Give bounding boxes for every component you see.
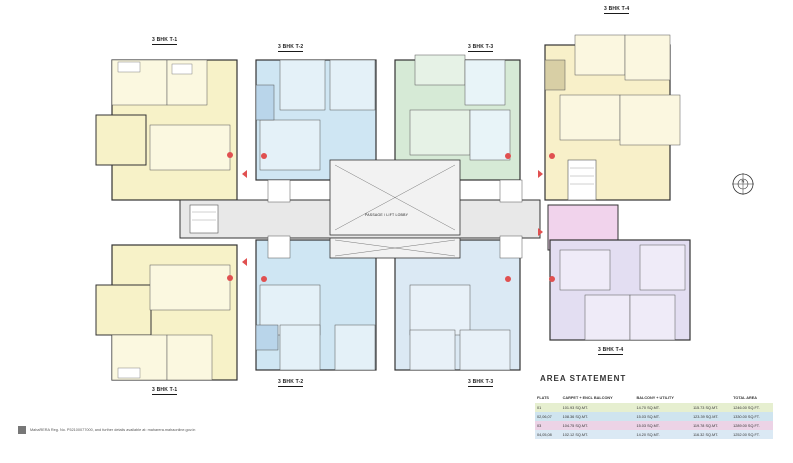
area-table-row: 04,05,08 102.12 SQ.MT. 14.20 SQ.MT. 116.32 …	[535, 430, 773, 439]
area-cell-total-f: 1289.00 SQ.FT.	[733, 423, 760, 428]
rera-footer: MahaRERA Reg. No. P52100077000, and furt…	[30, 428, 196, 432]
area-table-row: 03 104.75 SQ.MT. 15.03 SQ.MT. 119.78 SQ.MT.…	[535, 421, 773, 430]
area-cell-total-m: 116.32 SQ.MT.	[693, 432, 719, 437]
area-cell-carpet: 104.75 SQ.MT.	[562, 423, 588, 428]
area-cell-flat: 01	[537, 405, 542, 410]
area-cell-total-m: 119.78 SQ.MT.	[693, 423, 719, 428]
unit-tag-t3-top: 3 BHK T-3	[468, 44, 494, 52]
area-cell-balcony: 14.70 SQ.MT.	[636, 405, 660, 410]
lobby-label: PASSAGE / LIFT LOBBY	[365, 213, 409, 217]
unit-tag-t3-bottom: 3 BHK T-3	[468, 379, 494, 387]
area-cell-carpet: 102.12 SQ.MT.	[562, 432, 588, 437]
area-table-header-row: FLATS CARPET + ENCL BALCONY BALCONY + UT…	[535, 392, 773, 403]
area-cell-total-m: 123.39 SQ.MT.	[693, 414, 719, 419]
area-cell-carpet: 101.93 SQ.MT.	[562, 405, 588, 410]
area-cell-total-f: 1252.00 SQ.FT.	[733, 432, 760, 437]
area-cell-balcony: 15.03 SQ.MT.	[636, 423, 660, 428]
area-cell-total-f: 1330.00 SQ.FT.	[733, 414, 760, 419]
unit-tag-t2-bottom: 3 BHK T-2	[278, 379, 304, 387]
north-arrow-icon: N	[732, 173, 754, 195]
col-flats: FLATS	[537, 395, 549, 400]
qr-code-icon	[18, 426, 26, 434]
unit-t2-bottom	[255, 239, 377, 371]
col-total-m	[691, 392, 731, 403]
area-statement-title: AREA STATEMENT	[540, 374, 627, 383]
unit-tag-t4-bottom: 3 BHK T-4	[598, 347, 624, 355]
unit-t1-top	[95, 59, 238, 201]
area-cell-total-m: 115.73 SQ.MT.	[693, 405, 719, 410]
area-table-row: 02,06,07 108.36 SQ.MT. 15.03 SQ.MT. 123.39 …	[535, 412, 773, 421]
area-cell-flat: 03	[537, 423, 542, 428]
area-cell-balcony: 15.03 SQ.MT.	[636, 414, 660, 419]
area-cell-flat: 02,06,07	[537, 414, 552, 419]
area-cell-carpet: 108.36 SQ.MT.	[562, 414, 588, 419]
area-statement-table: FLATS CARPET + ENCL BALCONY BALCONY + UT…	[535, 392, 773, 439]
unit-t4-top	[544, 34, 681, 201]
area-cell-balcony: 14.20 SQ.MT.	[636, 432, 660, 437]
unit-tag-t1-bottom: 3 BHK T-1	[152, 387, 178, 395]
col-total-f: TOTAL AREA	[733, 395, 758, 400]
unit-tag-t2-top: 3 BHK T-2	[278, 44, 304, 52]
unit-t3-bottom	[394, 239, 521, 371]
unit-t1-bottom	[95, 244, 238, 381]
col-carpet: CARPET + ENCL BALCONY	[562, 395, 613, 400]
area-cell-total-f: 1246.00 SQ.FT.	[733, 405, 760, 410]
unit-t4-bottom	[547, 204, 691, 341]
area-cell-flat: 04,05,08	[537, 432, 552, 437]
central-core	[179, 159, 597, 266]
col-balcony: BALCONY + UTILITY	[636, 395, 674, 400]
compass-letter: N	[742, 179, 745, 184]
unit-tag-t4-top: 3 BHK T-4	[604, 6, 630, 14]
area-table-row: 01 101.93 SQ.MT. 14.70 SQ.MT. 115.73 SQ.MT.…	[535, 403, 773, 412]
unit-tag-t1-top: 3 BHK T-1	[152, 37, 178, 45]
